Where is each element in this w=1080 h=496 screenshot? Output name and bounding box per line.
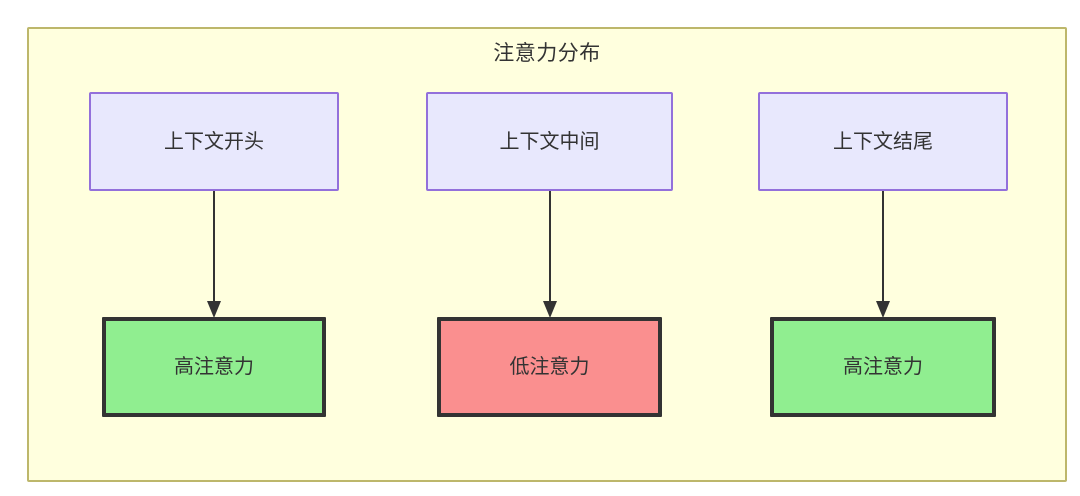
node-attention-end[interactable]: 高注意力 <box>770 317 996 417</box>
node-context-middle-label: 上下文中间 <box>499 130 600 153</box>
node-context-middle[interactable]: 上下文中间 <box>426 92 673 191</box>
node-context-start[interactable]: 上下文开头 <box>89 92 339 191</box>
node-attention-start-label: 高注意力 <box>174 356 254 378</box>
subgraph-title: 注意力分布 <box>493 42 601 65</box>
node-attention-middle-label: 低注意力 <box>509 356 590 378</box>
node-context-end-label: 上下文结尾 <box>833 130 933 153</box>
node-attention-middle[interactable]: 低注意力 <box>437 317 662 417</box>
node-attention-end-label: 高注意力 <box>843 356 923 378</box>
node-attention-start[interactable]: 高注意力 <box>102 317 326 417</box>
node-context-start-label: 上下文开头 <box>164 130 264 153</box>
node-context-end[interactable]: 上下文结尾 <box>758 92 1008 191</box>
